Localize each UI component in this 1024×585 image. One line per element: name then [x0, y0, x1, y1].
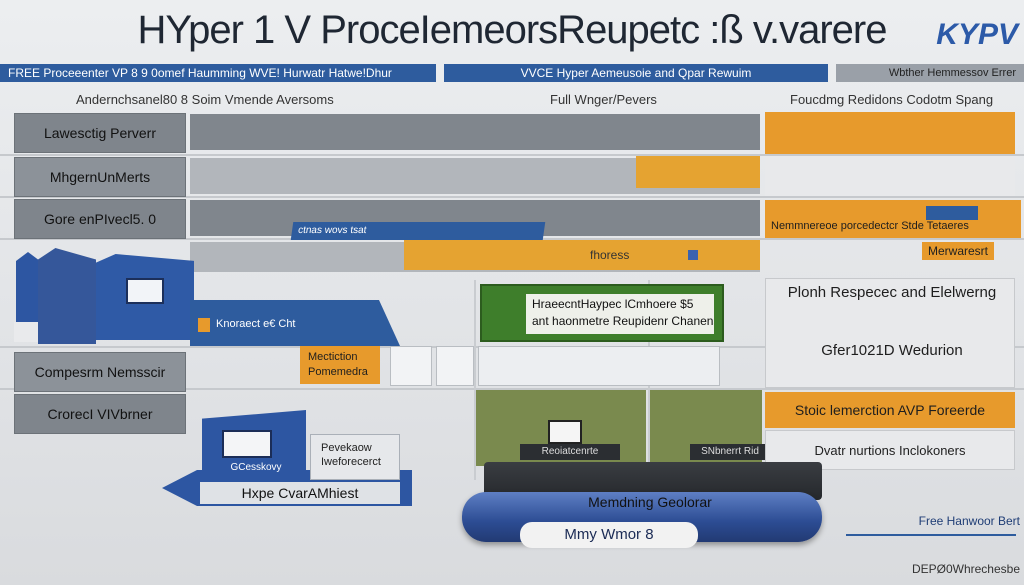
box-icon — [14, 322, 38, 342]
grid-line — [474, 280, 476, 480]
light-box — [436, 346, 474, 386]
tag-icon — [198, 318, 210, 332]
row-label[interactable]: CrorecI VIVbrner — [14, 394, 186, 434]
right-item-2: Merwaresrt — [922, 242, 994, 260]
highlight-block — [636, 156, 760, 188]
right-panel-box — [765, 278, 1015, 388]
laptop2-line1: Pevekaow — [321, 442, 372, 454]
underline — [846, 534, 1016, 536]
row-label[interactable]: Compesrm Nemsscir — [14, 352, 186, 392]
laptop-screen-label: GCesskovy — [230, 462, 282, 473]
right-light-block — [765, 156, 1015, 196]
monitor-icon — [222, 430, 272, 458]
blue-panel — [190, 300, 400, 346]
column-head-left: Andernchsanel80 8 Soim Vmende Aversoms — [76, 92, 334, 107]
page-title: HYper 1 V ProceIemeorsReupetc :ß v.varer… — [137, 8, 888, 52]
platform-title: Memdning Geolorar — [588, 494, 712, 510]
light-box — [478, 346, 720, 386]
top-bar-left: FREE Proceeenter VP 8 9 0omef Haumming W… — [0, 64, 436, 82]
right-item-5: Stoic lemerction AVP Foreerde — [765, 392, 1015, 428]
progress-bar: fhoress — [404, 240, 760, 270]
small-orange-line2: Pomemedra — [308, 366, 368, 378]
platform-plate: Mmy Wmor 8 — [520, 522, 698, 548]
small-orange-card: Mectiction Pomemedra — [300, 346, 380, 384]
row-label[interactable]: Lawesctig Perverr — [14, 113, 186, 153]
right-orange-block — [765, 112, 1015, 154]
divider — [0, 154, 1024, 156]
laptop2-card: Pevekaow Iweforecerct — [310, 434, 400, 480]
green-panel-line2: ant haonmetre Reupidenr Chanensrne — [532, 314, 714, 328]
row-label[interactable]: Gore enPIvecl5. 0 — [14, 199, 186, 239]
timeline-bar — [190, 114, 760, 150]
bottom-right-label-2: DEPØ0Whrechesbe — [911, 562, 1020, 576]
top-bar-middle: VVCE Hyper Aemeusoie and Qpar Rewuim — [444, 64, 828, 82]
divider — [0, 196, 1024, 198]
arrow-label: Hxpe CvarAMhiest — [200, 482, 400, 504]
monitor-icon — [126, 278, 164, 304]
column-head-middle: Full Wnger/Pevers — [550, 92, 657, 107]
indicator-icon — [688, 250, 698, 260]
bottom-right-label-1: Free Hanwoor Bert — [918, 514, 1020, 528]
dark-label: SNbnerrt Rid — [690, 444, 770, 460]
badge-icon — [926, 206, 978, 220]
right-item-3: Plonh Respecec and Elelwerng — [787, 284, 997, 301]
divider — [0, 388, 1024, 390]
light-box — [390, 346, 432, 386]
blue-panel-label: Knoraect e€ Cht — [216, 318, 296, 330]
screen-icon — [548, 420, 582, 444]
green-panel: HraeecntHaypec lCmhoere $5 ant haonmetre… — [480, 284, 724, 342]
top-bar-right: Wbther Hemmessov Errer — [836, 64, 1024, 82]
blue-tag: ctnas wovs tsat — [290, 222, 546, 240]
row-label[interactable]: MhgernUnMerts — [14, 157, 186, 197]
right-item-4: Gfer1021D Wedurion — [821, 342, 963, 359]
green-panel-line1: HraeecntHaypec lCmhoere $5 — [532, 297, 694, 311]
laptop2-line2: Iweforecerct — [321, 456, 381, 468]
small-orange-line1: Mectiction — [308, 351, 358, 363]
screen-label: Reoiatcenrte — [520, 444, 620, 460]
column-head-right: Foucdmg Redidons Codotm Spang — [790, 92, 994, 107]
server-icon — [38, 248, 96, 344]
brand-logo: KYPV — [936, 18, 1018, 51]
right-item-1: Nemmnereoe porcedectcr Stde Tetaeres — [765, 200, 1021, 238]
